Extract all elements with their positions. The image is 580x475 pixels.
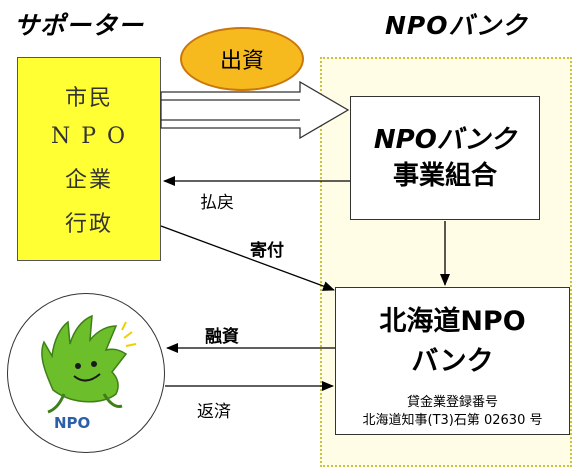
coop-title-line1: NPOバンク	[373, 125, 517, 155]
investment-oval: 出資	[180, 27, 304, 91]
supporter-box: 市民 N P O 企業 行政	[17, 57, 161, 261]
registration-label: 貸金業登録番号	[406, 395, 498, 410]
supporter-companies: 企業	[64, 167, 113, 193]
financing-label: 融資	[205, 327, 239, 347]
supporter-heading: サポーター	[14, 11, 145, 40]
supporter-npo: N P O	[50, 124, 128, 150]
npo-bank-heading: NPOバンク	[385, 11, 528, 40]
hokkaido-npo-bank-box: 北海道NPO バンク 貸金業登録番号 北海道知事(T3)石第 02630 号	[335, 287, 570, 435]
npo-mascot-icon: NPO	[41, 314, 137, 432]
donation-label: 寄付	[250, 241, 284, 261]
refund-label: 払戻	[200, 193, 234, 213]
registration-number: 北海道知事(T3)石第 02630 号	[362, 413, 543, 428]
repayment-label: 返済	[197, 402, 231, 422]
hokkaido-title-line1: 北海道NPO	[379, 306, 526, 337]
investment-arrow	[160, 80, 350, 140]
hokkaido-title-line2: バンク	[411, 346, 494, 377]
supporter-government: 行政	[64, 211, 113, 237]
supporter-citizens: 市民	[64, 86, 113, 112]
npo-bank-cooperative-box: NPOバンク 事業組合	[350, 96, 540, 220]
investment-label: 出資	[219, 49, 264, 74]
npo-logo: NPO	[7, 293, 165, 453]
logo-text: NPO	[54, 414, 90, 432]
donation-arrow	[160, 225, 335, 291]
coop-title-line2: 事業組合	[392, 161, 497, 191]
